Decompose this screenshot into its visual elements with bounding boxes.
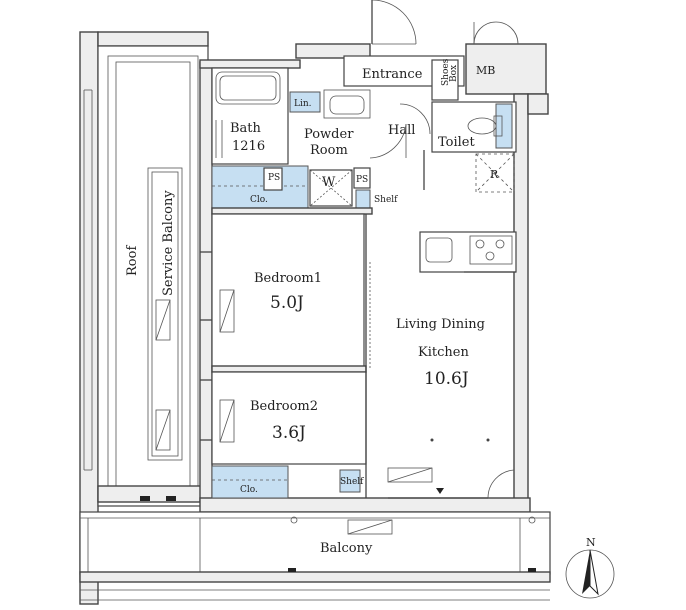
entrance-label: Entrance	[362, 67, 423, 82]
washer-label: W	[322, 175, 336, 190]
ldk-label-2: Kitchen	[418, 345, 469, 360]
roof-label: Roof	[125, 245, 140, 276]
ldk-label: Living Dining	[396, 317, 485, 332]
ldk-size: 10.6J	[424, 369, 469, 389]
bath-size: 1216	[232, 139, 265, 154]
bedroom1-size: 5.0J	[270, 293, 304, 313]
bedroom1-label: Bedroom1	[254, 271, 322, 286]
outer-walls	[199, 43, 549, 513]
clo-bottom-label: Clo.	[240, 485, 258, 495]
balcony	[79, 511, 551, 601]
closet-bottom	[211, 465, 289, 499]
bath-room	[211, 67, 289, 165]
roof-bottom-wall	[97, 485, 209, 503]
ldk-details	[387, 438, 515, 499]
shelf-bottom-label: Shelf	[340, 477, 364, 487]
shelf-top-box	[355, 189, 371, 209]
ps-right-label: PS	[356, 175, 368, 185]
shelf-bottom-box	[339, 469, 361, 493]
roof-area	[79, 31, 209, 605]
shoes-box-label: Shoes	[441, 58, 451, 86]
powder-room-label: Powder	[304, 127, 354, 142]
shoes-box-label-2: Box	[449, 65, 459, 82]
hall-doors	[369, 103, 431, 159]
shoes-box	[431, 59, 459, 101]
drain-marker	[140, 496, 150, 501]
hall-label: Hall	[388, 123, 415, 138]
bedroom2	[200, 371, 367, 465]
ps-left-label: PS	[268, 173, 280, 183]
powder-room-label-2: Room	[310, 143, 348, 158]
bedroom1	[200, 213, 365, 369]
clo-top-label: Clo.	[250, 195, 268, 205]
ps-left-box	[263, 167, 283, 191]
balcony-label: Balcony	[320, 541, 373, 556]
drain-marker	[166, 496, 176, 501]
powder-sink	[323, 89, 371, 119]
bath-label: Bath	[230, 121, 262, 136]
kitchen-counter	[419, 231, 517, 273]
ps-right-box	[353, 167, 371, 189]
refrigerator	[475, 153, 515, 193]
shelf-top-label: Shelf	[374, 195, 398, 205]
bedroom2-label: Bedroom2	[250, 399, 318, 414]
compass	[565, 549, 615, 599]
service-balcony	[147, 167, 183, 461]
bedroom-partition	[211, 365, 367, 373]
service-balcony-label: Service Balcony	[161, 190, 176, 296]
washer-area	[309, 169, 353, 207]
linen-label: Lin.	[294, 99, 312, 109]
refrigerator-label: R	[490, 168, 499, 181]
mb-door	[473, 21, 519, 45]
closet-wall	[211, 207, 373, 215]
mb-label: MB	[476, 64, 495, 77]
entrance-door	[371, 0, 417, 45]
toilet-label: Toilet	[438, 135, 475, 150]
linen-closet	[289, 91, 321, 113]
toilet-room	[431, 101, 517, 153]
compass-north-label: N	[586, 536, 596, 549]
bedroom2-size: 3.6J	[272, 423, 306, 443]
